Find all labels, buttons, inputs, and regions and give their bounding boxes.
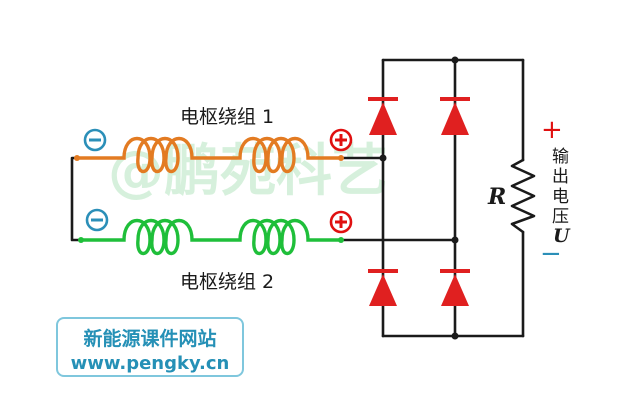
- winding-1-label: 电枢绕组 1: [180, 106, 274, 128]
- resistor-label: R: [487, 184, 506, 210]
- series-link-wire: [70, 156, 82, 242]
- winding-1-minus-terminal: [83, 128, 107, 152]
- diode-bottom-right: [440, 269, 470, 306]
- output-label-char-3: 电: [552, 187, 569, 207]
- load-resistor: [510, 158, 536, 234]
- winding-2-label: 电枢绕组 2: [180, 271, 274, 293]
- output-voltage-symbol: U: [553, 225, 571, 247]
- diode-top-right: [440, 97, 470, 135]
- diode-bottom-left: [368, 269, 398, 306]
- diode-top-left: [368, 97, 398, 135]
- website-badge-url: www.pengky.cn: [70, 353, 230, 374]
- winding-1-end-dot: [338, 155, 344, 161]
- winding-2-end-dot: [78, 237, 84, 243]
- winding-2-end-dot: [338, 237, 344, 243]
- output-label-char-4: 压: [552, 207, 569, 227]
- armature-winding-2: [78, 219, 343, 256]
- winding-1-plus-terminal: [329, 128, 353, 152]
- output-minus-sign: −: [540, 239, 562, 269]
- output-label-char-1: 输: [552, 147, 569, 167]
- winding-2-plus-terminal: [329, 210, 353, 234]
- website-badge-title: 新能源课件网站: [83, 328, 217, 350]
- output-label-char-2: 出: [552, 167, 569, 187]
- winding-2-minus-terminal: [85, 208, 109, 232]
- website-badge: 新能源课件网站 www.pengky.cn: [56, 317, 244, 377]
- armature-winding-1: [74, 137, 343, 174]
- output-plus-sign: +: [541, 115, 563, 145]
- junction-dot: [451, 332, 459, 340]
- junction-dot: [451, 56, 459, 64]
- winding-1-end-dot: [74, 155, 80, 161]
